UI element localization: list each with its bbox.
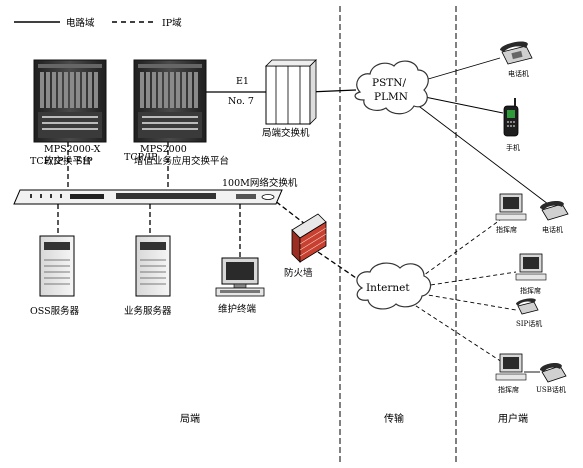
console-2-label: 指挥席: [520, 286, 541, 295]
pstn-phone2-link: [415, 103, 549, 205]
no7-label: No. 7: [228, 96, 254, 107]
firewall-internet-link: [317, 251, 363, 283]
sip-phone-label: SIP话机: [516, 319, 542, 328]
firewall: [291, 213, 327, 263]
console-1-label: 指挥席: [496, 225, 517, 234]
zone-user-label: 用户端: [498, 412, 528, 425]
legend-circuit-label: 电路域: [66, 17, 95, 29]
console-2-computer: [515, 253, 547, 281]
internet-console1-link: [419, 219, 501, 279]
console-3-label: 指挥席: [498, 385, 519, 394]
softswitch-model-label: MPS2000-X: [44, 144, 101, 155]
switch-label: 100M网络交换机: [222, 177, 298, 189]
oss-server-label: OSS服务器: [30, 305, 80, 317]
pstn-label-line2: PLMN: [374, 91, 408, 103]
internet-cloud: Internet: [356, 262, 432, 310]
internet-console3-link: [409, 301, 503, 363]
internet-sip-link: [421, 293, 517, 311]
sip-phone-icon: [516, 298, 539, 315]
maintenance-terminal-label: 维护终端: [218, 303, 257, 315]
tcpip-right-label: TCP/IP: [124, 152, 158, 163]
usb-phone-label: USB话机: [536, 385, 566, 394]
pstn-mobile-link: [419, 95, 504, 114]
switch-firewall-link: [269, 196, 306, 225]
internet-label: Internet: [366, 282, 410, 294]
mobile-phone-icon: [503, 98, 519, 137]
local-exchange: [265, 59, 317, 125]
mobile-label: 手机: [506, 143, 520, 152]
console-3-computer: [495, 353, 527, 381]
firewall-label: 防火墙: [284, 267, 313, 279]
pstn-label-line1: PSTN/: [372, 77, 406, 89]
business-server-label: 业务服务器: [124, 305, 172, 317]
console-1-computer: [495, 193, 527, 221]
zone-transport-label: 传输: [384, 412, 404, 425]
e1-label: E1: [236, 76, 249, 87]
tcpip-left-label: TCP/IP: [30, 156, 64, 167]
pstn-plmn-cloud: PSTN/ PLMN: [354, 60, 429, 115]
exchange-pstn-link: [308, 89, 357, 93]
vas-rack: [133, 59, 207, 143]
maintenance-terminal: [215, 257, 265, 297]
vas-model-label: MPS2000: [140, 144, 187, 155]
legend: 电路域 IP域: [14, 17, 182, 29]
sip-label: SIP: [76, 156, 93, 167]
vas-name-label: 增值业务应用交换平台: [134, 155, 229, 167]
usb-phone-icon: [540, 363, 567, 383]
softswitch-name-label: 软交换平台: [44, 155, 92, 167]
telephone-2-icon: [540, 201, 569, 221]
telephone-label: 电话机: [508, 69, 529, 78]
pstn-phone-link: [417, 57, 501, 83]
zone-office-label: 局端: [180, 412, 200, 425]
oss-server: [39, 235, 75, 297]
telephone-icon: [500, 41, 533, 65]
network-switch: [13, 189, 283, 205]
softswitch-rack: [33, 59, 107, 143]
telephone-2-label: 电话机: [542, 225, 563, 234]
legend-ip-label: IP域: [162, 17, 182, 29]
internet-console2-link: [423, 271, 517, 287]
local-exchange-label: 局端交换机: [262, 127, 310, 139]
business-server: [135, 235, 171, 297]
